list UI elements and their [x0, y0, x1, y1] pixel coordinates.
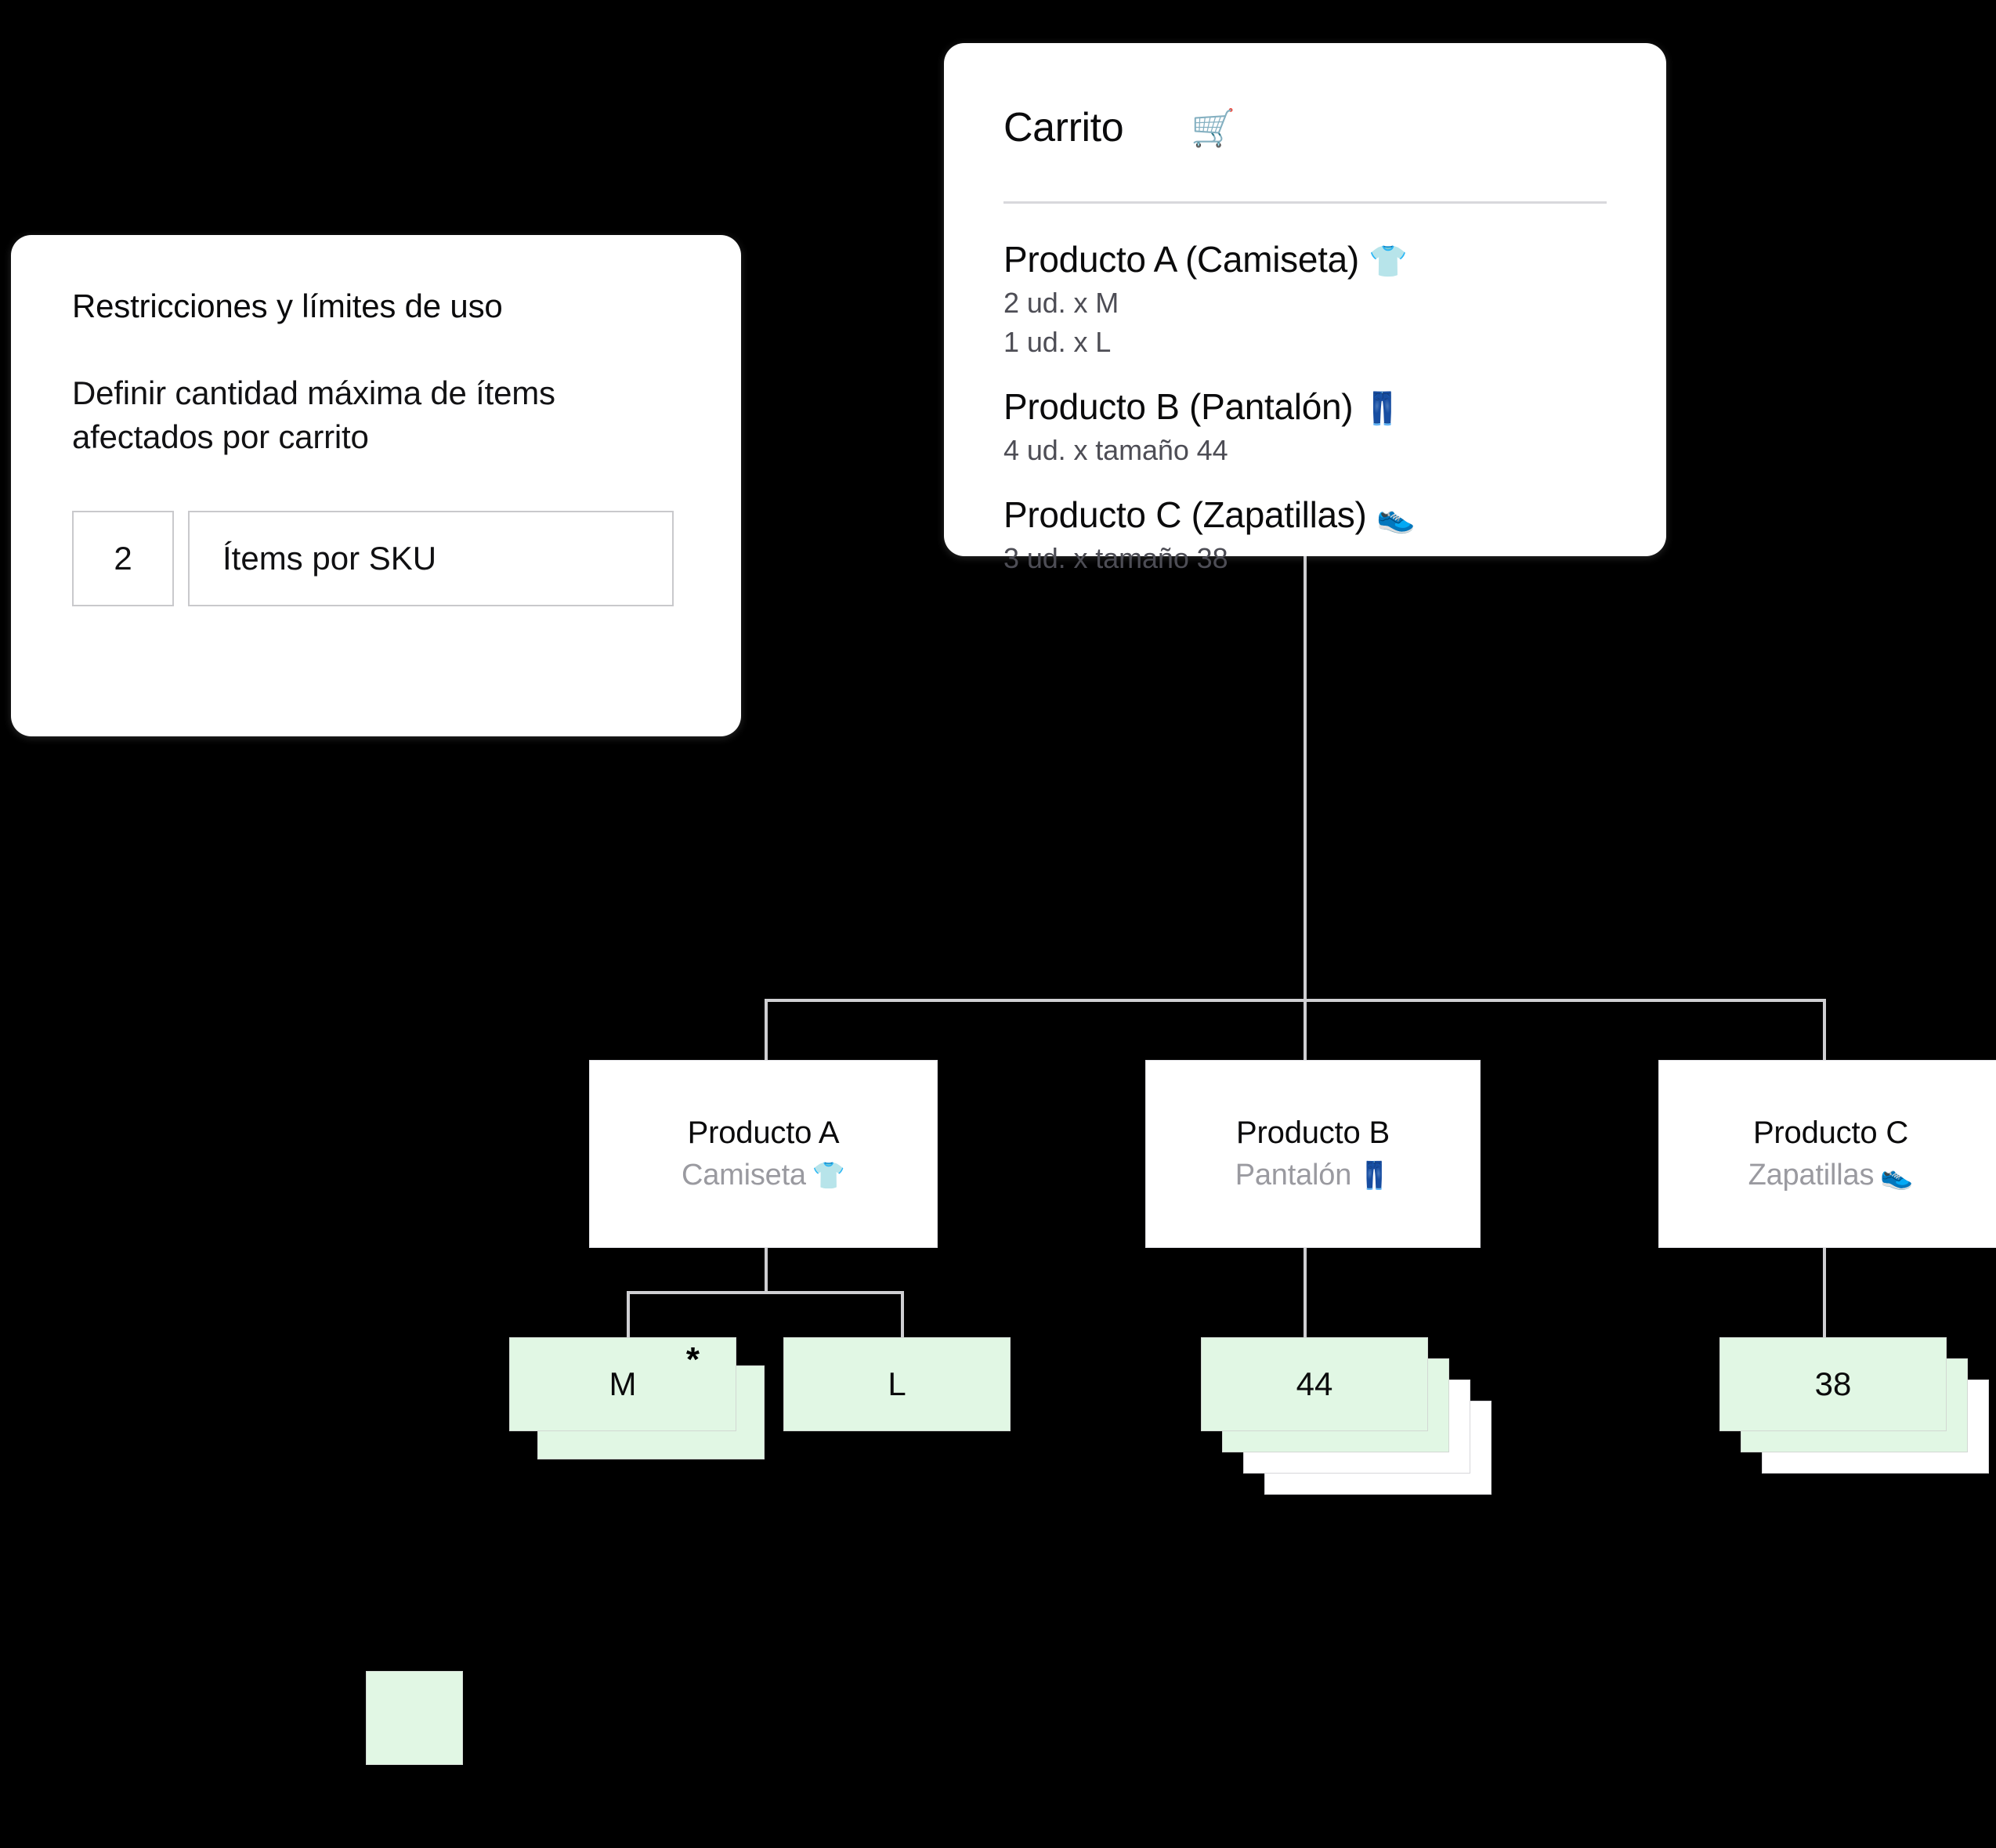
product-node-category-text: Camiseta: [681, 1159, 806, 1192]
max-items-field-row: 2 Ítems por SKU: [72, 511, 680, 607]
product-node-category-text: Pantalón: [1235, 1159, 1352, 1192]
variant-stack-m[interactable]: M *: [509, 1337, 768, 1463]
settings-description: Definir cantidad máxima de ítems afectad…: [72, 374, 555, 456]
cart-item-title-text: Producto A (Camiseta): [1003, 239, 1359, 280]
product-node-title: Producto B: [1236, 1116, 1390, 1150]
connector-b-trunk: [1304, 1248, 1307, 1344]
cart-card: Carrito 🛒 Producto A (Camiseta) 👕 2 ud. …: [944, 43, 1666, 574]
jeans-icon: 👖: [1362, 392, 1402, 426]
cart-item-title: Producto C (Zapatillas) 👟: [1003, 494, 1607, 536]
variant-label: 38: [1814, 1365, 1852, 1402]
connector-to-producto-c: [1823, 999, 1826, 1061]
cart-item-list: Producto A (Camiseta) 👕 2 ud. x M 1 ud. …: [1003, 238, 1607, 575]
connector-cart-trunk: [1304, 556, 1307, 1000]
page-title: Restricciones y límites de uso: [72, 288, 503, 324]
connector-to-producto-a: [765, 999, 768, 1061]
variant-card-m[interactable]: M *: [509, 1337, 736, 1431]
product-node-category: Zapatillas 👟: [1748, 1159, 1914, 1192]
product-node-category: Camiseta 👕: [682, 1159, 845, 1192]
tshirt-icon: 👕: [812, 1160, 846, 1191]
product-node-title: Producto A: [687, 1116, 840, 1150]
cart-title: Carrito: [1003, 105, 1124, 150]
connector-to-size-m: [627, 1291, 630, 1338]
cart-item-title: Producto B (Pantalón) 👖: [1003, 385, 1607, 428]
sneaker-icon: 👟: [1880, 1160, 1914, 1191]
cart-item: Producto A (Camiseta) 👕 2 ud. x M 1 ud. …: [1003, 238, 1607, 359]
connector-to-size-l: [901, 1291, 904, 1338]
product-node-b[interactable]: Producto B Pantalón 👖: [1145, 1060, 1481, 1248]
variant-card-l[interactable]: L: [783, 1337, 1011, 1431]
product-node-category-text: Zapatillas: [1748, 1159, 1875, 1192]
variant-label: M: [609, 1365, 637, 1402]
cart-item: Producto C (Zapatillas) 👟 3 ud. x tamaño…: [1003, 494, 1607, 575]
shopping-cart-icon: 🛒: [1191, 107, 1236, 148]
usage-restrictions-card: Restricciones y límites de uso Definir c…: [11, 235, 741, 736]
variant-stack-38[interactable]: 38: [1719, 1337, 1996, 1494]
connector-a-trunk: [765, 1248, 768, 1293]
quantity-input[interactable]: 2: [72, 511, 174, 607]
variant-card-44[interactable]: 44: [1201, 1337, 1428, 1431]
tshirt-icon: 👕: [1369, 244, 1408, 279]
variant-stack-44[interactable]: 44: [1201, 1337, 1514, 1510]
sneaker-icon: 👟: [1376, 500, 1416, 534]
product-node-category: Pantalón 👖: [1235, 1159, 1391, 1192]
cart-item-qty-line: 4 ud. x tamaño 44: [1003, 434, 1228, 466]
connector-to-producto-b: [1304, 999, 1307, 1061]
variant-stack-l[interactable]: L: [783, 1337, 1018, 1439]
variant-label: L: [888, 1365, 906, 1402]
connector-a-bar: [627, 1291, 904, 1294]
connector-products-bar: [765, 999, 1826, 1002]
cart-header: Carrito 🛒: [1003, 92, 1607, 164]
product-node-c[interactable]: Producto C Zapatillas 👟: [1658, 1060, 1996, 1248]
connector-c-trunk: [1823, 1248, 1826, 1344]
cart-item-title-text: Producto C (Zapatillas): [1003, 494, 1367, 535]
product-node-a[interactable]: Producto A Camiseta 👕: [589, 1060, 938, 1248]
cart-divider: [1003, 201, 1607, 204]
variant-card-38[interactable]: 38: [1719, 1337, 1947, 1431]
cart-item: Producto B (Pantalón) 👖 4 ud. x tamaño 4…: [1003, 385, 1607, 467]
cart-item-title-text: Producto B (Pantalón): [1003, 386, 1354, 427]
items-per-sku-input[interactable]: Ítems por SKU: [188, 511, 674, 607]
variant-label: 44: [1296, 1365, 1333, 1402]
cart-item-qty-line: 1 ud. x L: [1003, 326, 1112, 358]
cart-item-qty-line: 3 ud. x tamaño 38: [1003, 542, 1228, 574]
limit-marker-asterisk: *: [685, 1340, 700, 1379]
jeans-icon: 👖: [1358, 1160, 1391, 1191]
product-node-title: Producto C: [1752, 1116, 1909, 1150]
cart-item-title: Producto A (Camiseta) 👕: [1003, 238, 1607, 280]
legend-affected-swatch: [366, 1671, 463, 1765]
cart-item-qty-line: 2 ud. x M: [1003, 287, 1119, 319]
